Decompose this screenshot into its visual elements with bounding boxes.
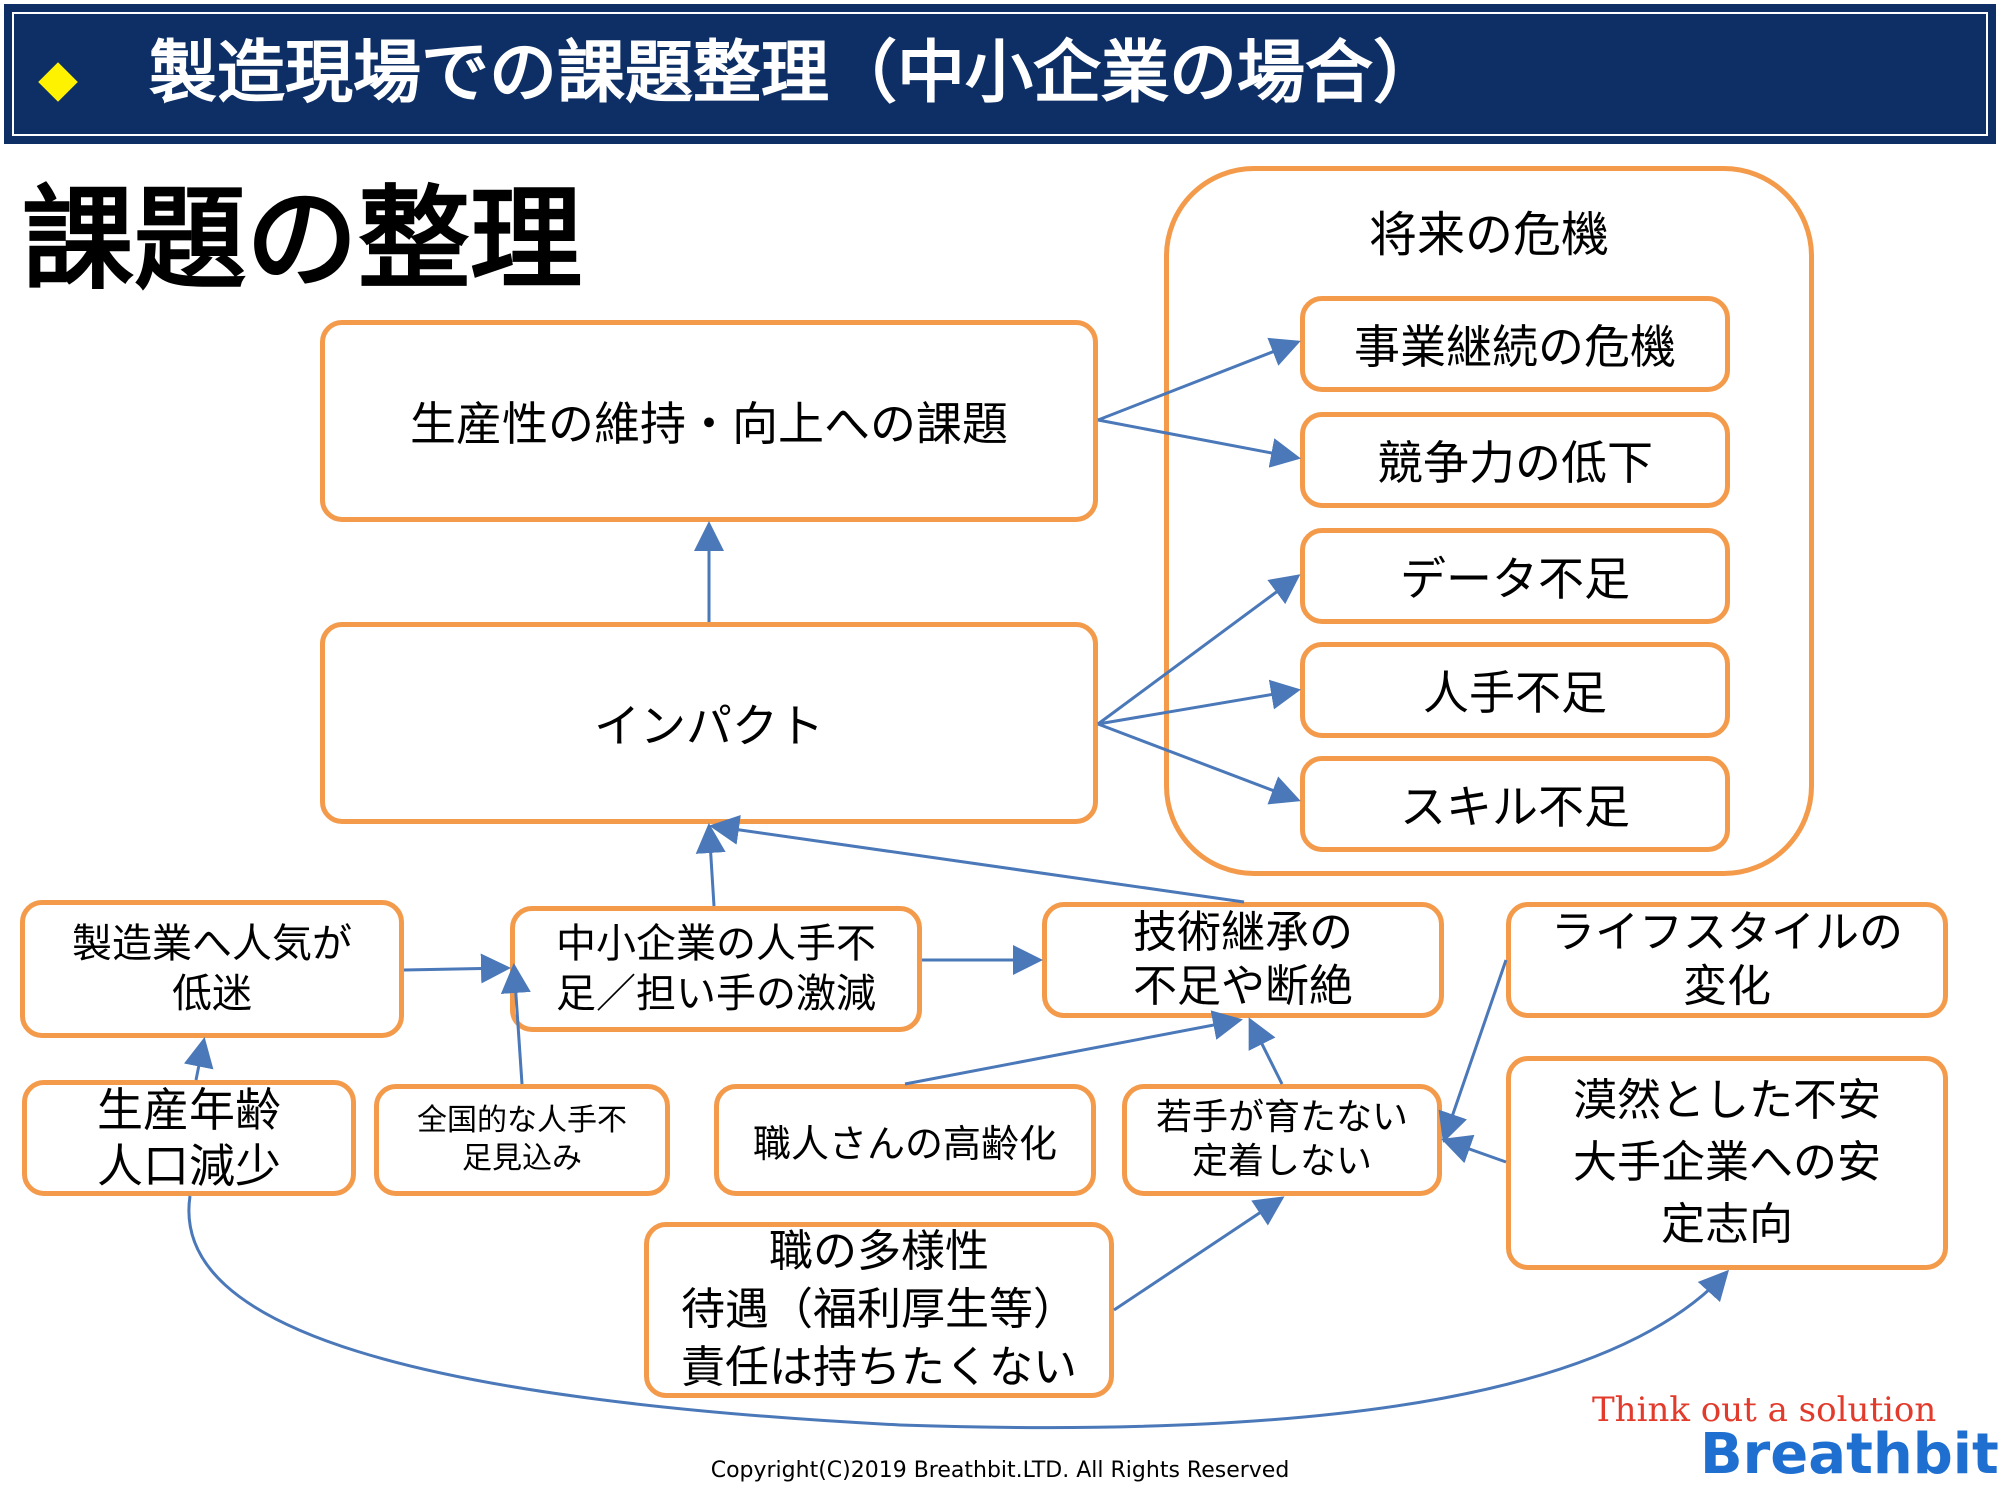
crisis-labor-shortage: 人手不足 (1300, 642, 1730, 738)
productivity-issue-box: 生産性の維持・向上への課題 (320, 320, 1098, 522)
header-bar: 製造現場での課題整理（中小企業の場合） (4, 4, 1996, 144)
sme-labor-shortage-box: 中小企業の人手不 足／担い手の激減 (510, 906, 922, 1032)
crisis-skill-shortage: スキル不足 (1300, 756, 1730, 852)
crisis-competitiveness: 競争力の低下 (1300, 412, 1730, 508)
copyright-notice: Copyright(C)2019 Breathbit.LTD. All Righ… (710, 1458, 1290, 1483)
lifestyle-change-box: ライフスタイルの 変化 (1506, 902, 1948, 1018)
future-crisis-group (1164, 166, 1814, 876)
arrow-productivity-to-competitiveness (1097, 418, 1301, 468)
arrow-diversity-to-young (1113, 1196, 1285, 1312)
future-crisis-title: 将来の危機 (1368, 207, 1609, 263)
brand-tagline: Think out a solution (1592, 1390, 1937, 1430)
craftsman-aging-box: 職人さんの高齢化 (714, 1084, 1096, 1196)
section-title: 課題の整理 (22, 175, 582, 305)
arrow-workingage-to-anxiety (187, 1195, 1730, 1430)
arrow-impact-to-labor (1097, 679, 1301, 726)
crisis-data-shortage: データ不足 (1300, 528, 1730, 624)
arrow-aging-to-techtransfer (904, 1010, 1243, 1086)
impact-box: インパクト (320, 622, 1098, 824)
arrow-shortage-to-impact (695, 823, 726, 907)
working-age-decline-box: 生産年齢 人口減少 (22, 1080, 356, 1196)
arrow-productivity-to-continuity (1097, 337, 1301, 422)
arrow-lifestyle-to-young (1438, 959, 1508, 1143)
arrow-impact-to-data (1097, 574, 1301, 726)
nationwide-shortage-box: 全国的な人手不 足見込み (374, 1084, 670, 1196)
tech-transfer-box: 技術継承の 不足や断絶 (1042, 902, 1444, 1018)
arrow-techtransfer-to-impact (709, 814, 1245, 904)
header-border (12, 12, 1988, 136)
arrow-workingage-to-unpopular (183, 1037, 214, 1081)
arrow-impact-to-skill (1097, 722, 1301, 805)
brand-logo: Breathbit (1700, 1422, 1999, 1487)
job-diversity-box: 職の多様性 待遇（福利厚生等） 責任は持ちたくない (644, 1222, 1114, 1398)
crisis-business-continuity: 事業継続の危機 (1300, 296, 1730, 392)
unpopular-manufacturing-box: 製造業へ人気が 低迷 (20, 900, 404, 1038)
arrow-unpopular-to-shortage (403, 953, 511, 984)
arrow-young-to-techtransfer (1248, 1017, 1284, 1085)
arrow-anxiety-to-young (1441, 1134, 1507, 1164)
anxiety-stability-box: 漠然とした不安 大手企業への安 定志向 (1506, 1056, 1948, 1270)
page-title: 製造現場での課題整理（中小企業の場合） (149, 34, 1442, 113)
youth-retention-box: 若手が育たない 定着しない (1122, 1084, 1442, 1196)
arrow-nationwide-to-shortage (500, 963, 531, 1085)
